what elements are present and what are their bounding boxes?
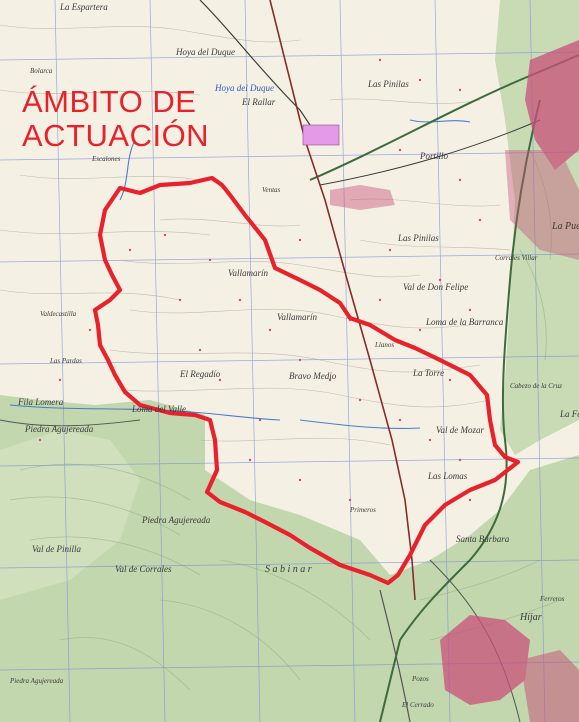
place-label: Val de Don Felipe [403, 282, 469, 292]
place-label: Escalones [92, 155, 121, 163]
place-label: El Cerrado [402, 701, 434, 709]
place-label: El Regadío [180, 369, 221, 379]
place-label: Bravo Medio [289, 371, 337, 381]
place-label: Llanos [375, 341, 395, 349]
place-label: Ferreros [540, 595, 565, 603]
place-label: Portillo [420, 151, 449, 161]
place-label: Piedra Agujereada [142, 515, 211, 525]
terrain-contours [9, 149, 561, 691]
place-label: La Fe [560, 409, 579, 419]
place-label: Pozos [412, 675, 429, 683]
place-label: Las Pinilas [368, 79, 409, 89]
field-tracks [0, 24, 511, 446]
map-title-line-2: ACTUACIÓN [22, 118, 210, 153]
place-label: La Pue [552, 221, 579, 232]
place-label: Val de Corrales [115, 564, 172, 574]
boundary-polygon [92, 175, 521, 586]
place-label: S a b i n a r [265, 564, 312, 575]
railway [269, 0, 416, 601]
place-label: Cabezo de la Cruz [510, 382, 562, 390]
place-label: Vallamarín [228, 268, 269, 278]
place-label: Hoya del Duque [176, 47, 235, 57]
place-label: Vallamarín [277, 312, 318, 322]
place-label: Loma del Valle [132, 404, 186, 414]
place-label: El Rallar [242, 97, 276, 107]
map-title-line-1: ÁMBITO DE [22, 84, 197, 119]
place-label: Híjar [520, 612, 542, 623]
place-label: Las Pardas [50, 357, 82, 365]
place-label: Ventas [262, 186, 281, 194]
place-label: Fila Lomera [18, 397, 64, 407]
place-label: La Torre [413, 368, 445, 378]
place-label: Piedra Agujereada [10, 677, 64, 685]
place-label: Valdecastilla [40, 310, 77, 318]
place-label: Primeros [350, 506, 376, 514]
place-label: La Espartera [60, 2, 108, 12]
place-label: Corrales Villar [495, 254, 538, 262]
place-label: Santa Bárbara [456, 534, 510, 544]
urban-areas [330, 40, 579, 722]
place-label: Val de Mozar [436, 425, 484, 435]
place-label: Hoya del Duque [215, 83, 274, 93]
place-label: Las Lomas [428, 471, 468, 481]
place-label: Piedra Agujereada [25, 424, 94, 434]
place-label: Las Pinilas [398, 233, 439, 243]
industrial-building [302, 124, 340, 146]
place-label: Loma de la Barranca [426, 317, 504, 327]
place-label: Bolarca [30, 67, 53, 75]
place-label: Val de Pinilla [32, 544, 81, 554]
